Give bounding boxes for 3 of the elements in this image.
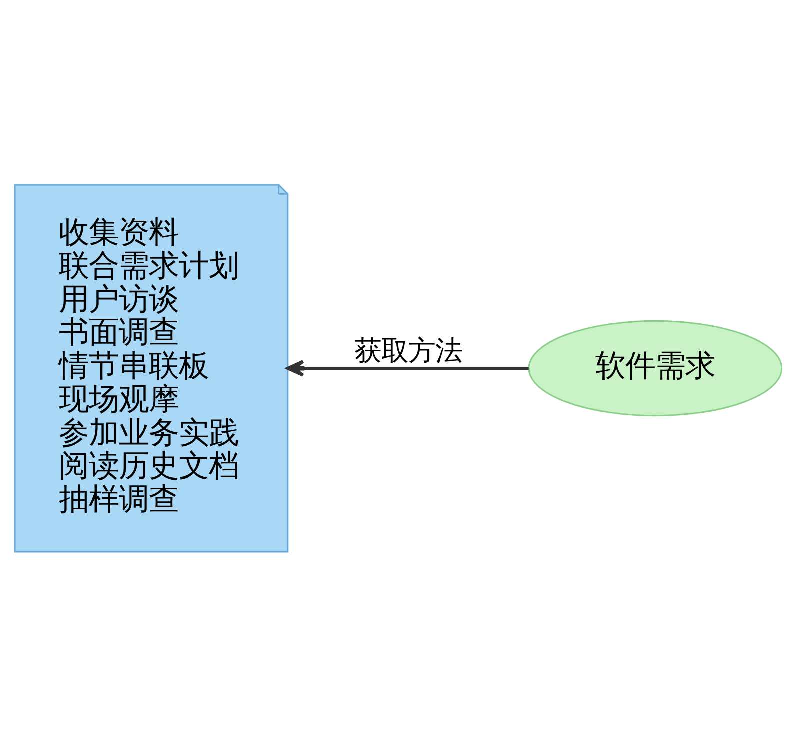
edge-label: 获取方法: [354, 336, 462, 368]
node-ellipse: 软件需求: [528, 320, 783, 417]
arrow: [286, 360, 529, 377]
